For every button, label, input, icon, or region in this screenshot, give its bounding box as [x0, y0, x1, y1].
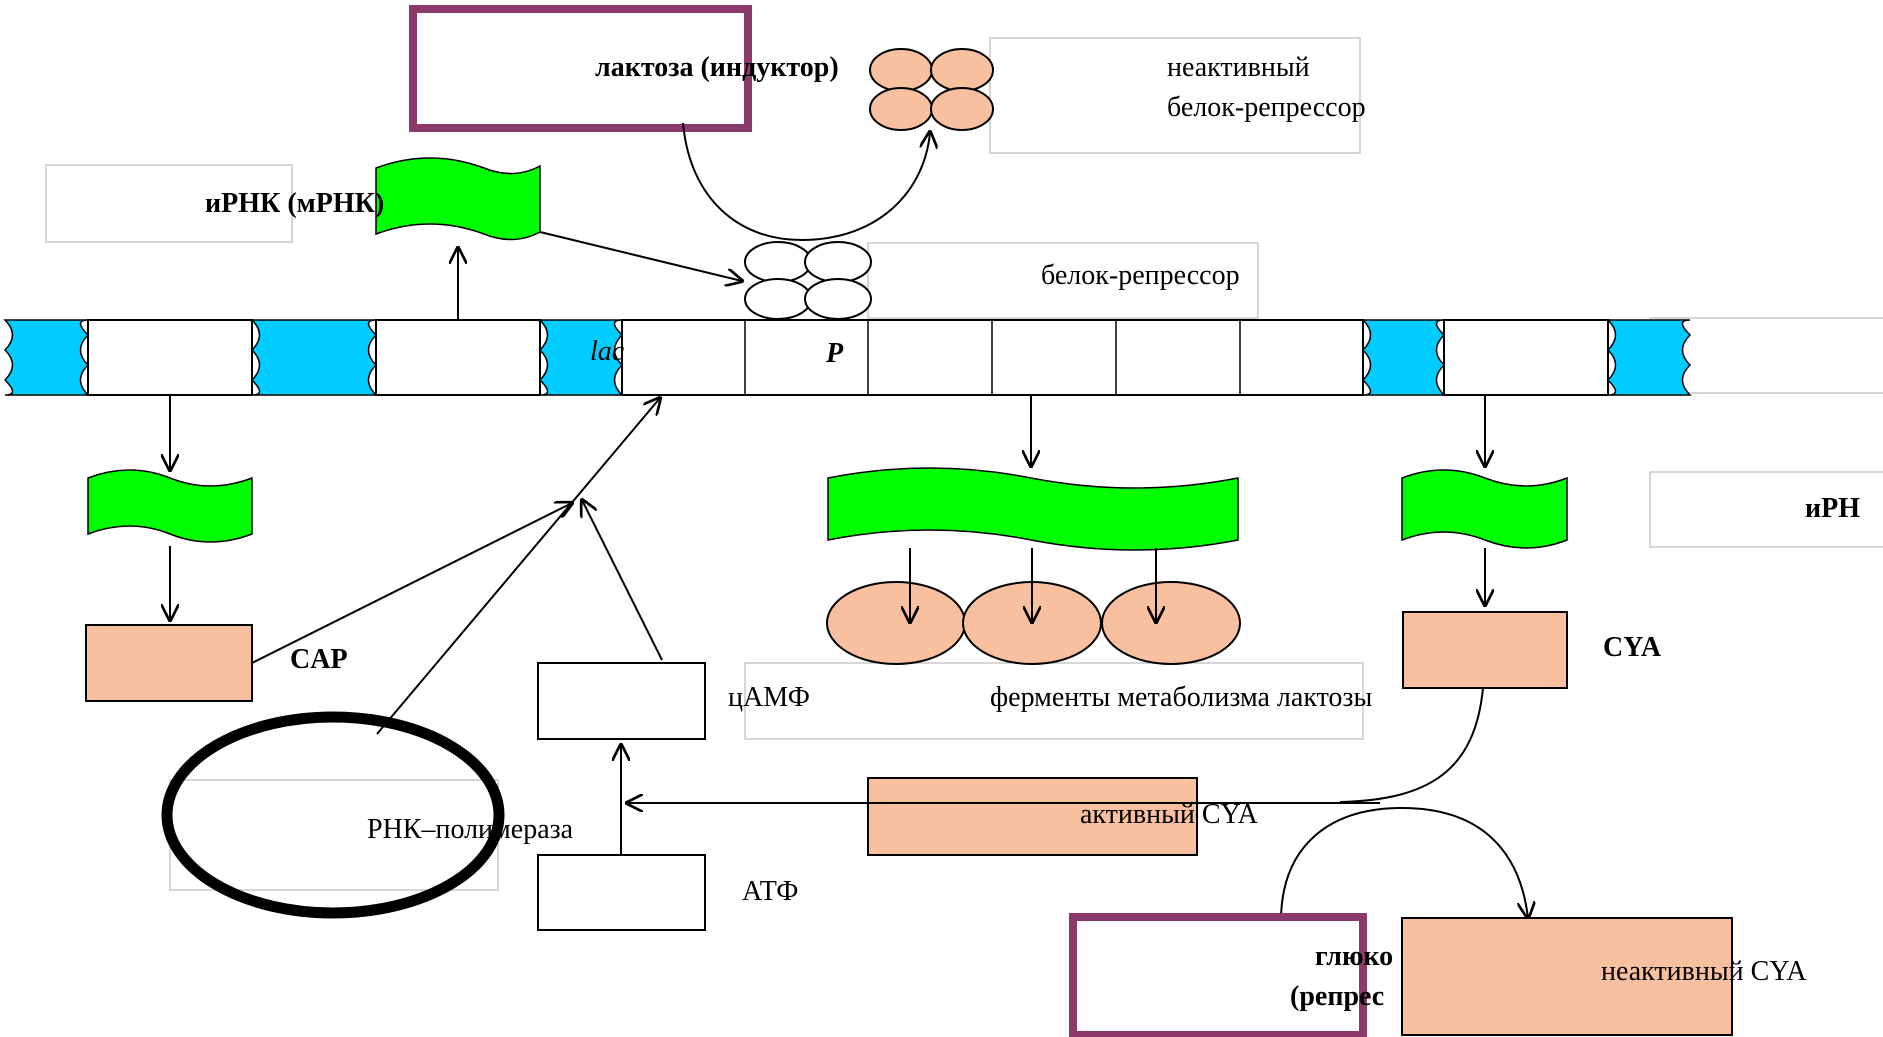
enzyme-3 [1102, 582, 1240, 664]
dna-spacer-5 [1608, 320, 1690, 395]
gene-cya [1444, 320, 1608, 395]
induction-curve-arrow [683, 123, 930, 240]
glucose-repressor-box [1073, 917, 1363, 1035]
mrna-left-label: иРНК (мРНК) [205, 188, 384, 219]
glucose-label-1: глюко [1315, 941, 1393, 972]
mrna-right-label: иРН [1805, 493, 1860, 524]
camp-box [538, 663, 705, 739]
mrna-regulator [376, 158, 540, 240]
enzymes-label: ферменты метаболизма лактозы [990, 682, 1372, 713]
lactose-inducer-label: лактоза (индуктор) [595, 52, 839, 83]
dna-spacer-2 [252, 320, 376, 395]
repressor-label: белок-репрессор [1041, 260, 1240, 291]
cya-label: CYA [1603, 632, 1662, 663]
camp-to-complex-arrow [582, 500, 662, 660]
cap-label: CAP [290, 644, 348, 675]
repressor-tetramer [745, 242, 871, 319]
inactive-repressor-label-2: белок-репрессор [1167, 92, 1366, 123]
glucose-repression-curve [1281, 808, 1528, 918]
mrna-to-repressor-arrow [540, 232, 742, 281]
gene-cap [88, 320, 252, 395]
promoter-label: P [825, 338, 844, 369]
mrna-cap [88, 470, 252, 542]
rna-polymerase-label: РНК–полимераза [367, 814, 574, 845]
enzyme-1 [827, 582, 965, 664]
atp-label: АТФ [742, 876, 798, 907]
inactive-repressor-tetramer [870, 49, 993, 130]
mrna-enzymes [828, 468, 1238, 550]
cap-protein-box [86, 625, 252, 701]
inactive-cya-label: неактивный CYA [1601, 956, 1807, 987]
dna-spacer-1 [5, 320, 88, 395]
cap-to-complex-line [252, 503, 572, 663]
cya-protein-box [1403, 612, 1567, 688]
dna-spacer-4 [1363, 320, 1444, 395]
inactive-repressor-label-1: неактивный [1167, 52, 1310, 83]
gene-regulator [376, 320, 540, 395]
dna-strand [5, 320, 1690, 395]
camp-label: цАМФ [728, 682, 810, 713]
atp-box [538, 855, 705, 930]
lac-label: lac [590, 336, 625, 367]
glucose-label-2: (репрес [1290, 981, 1384, 1012]
mrna-cya [1402, 470, 1567, 548]
